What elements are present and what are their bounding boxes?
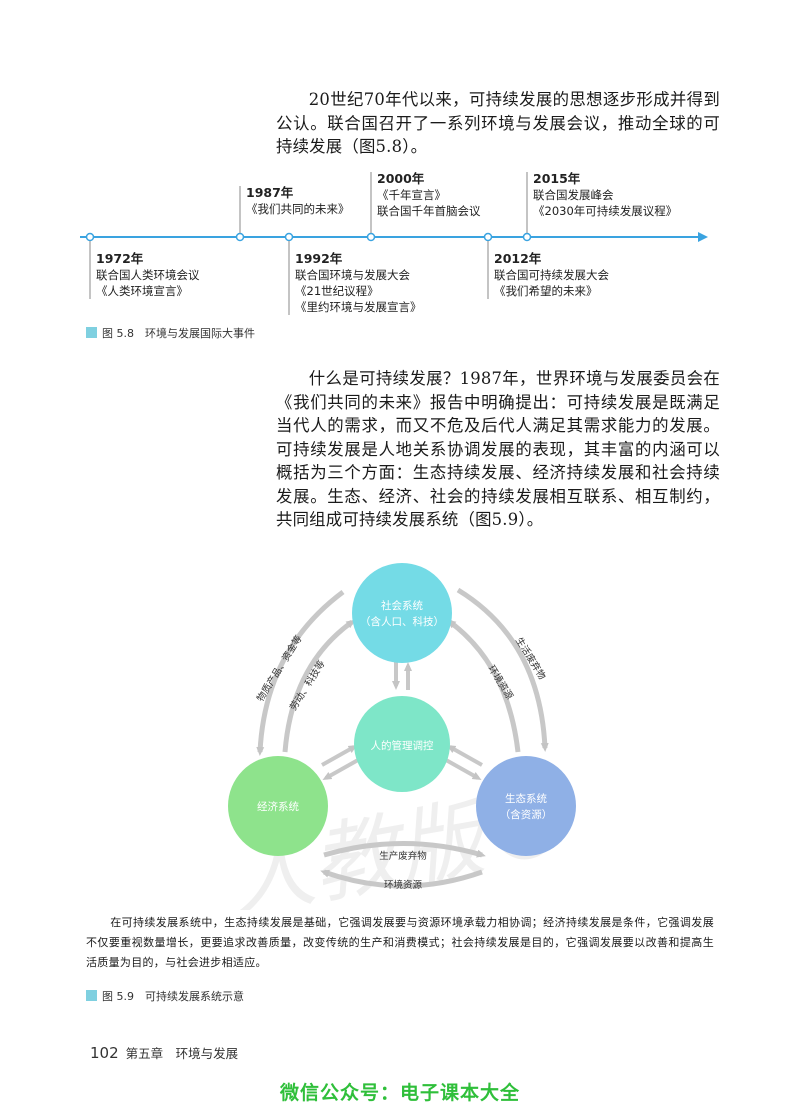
timeline-dot-2000 xyxy=(366,232,376,242)
ecological-system-label: 生态系统 xyxy=(505,792,547,805)
timeline-dot-2012 xyxy=(483,232,493,242)
social-system-circle xyxy=(352,563,452,663)
timeline-figure xyxy=(80,172,708,315)
label-production-waste: 生产废弃物 xyxy=(379,850,427,862)
body-paragraph: 什么是可持续发展？1987年，世界环境与发展委员会在《我们共同的未来》报告中明确… xyxy=(276,369,720,529)
diagram-note: 在可持续发展系统中，生态持续发展是基础，它强调发展要与资源环境承载力相协调；经济… xyxy=(86,916,714,969)
arrow-ecological-to-economic-bottom xyxy=(320,869,483,889)
center-control-label: 人的管理调控 xyxy=(371,739,434,752)
timeline-dot-1992 xyxy=(284,232,294,242)
caption-marker-icon xyxy=(86,327,97,338)
timeline-dot-2015 xyxy=(522,232,532,242)
arrow-economic-center xyxy=(321,745,358,767)
page-footer: 102 第五章 环境与发展 xyxy=(90,1043,238,1062)
arrow-social-to-ecological-outer xyxy=(456,587,549,752)
arrow-social-to-economic-outer xyxy=(256,589,345,756)
label-env-resource-right: 环境资源 xyxy=(485,663,516,702)
timeline-event-2000: 2000年 《千年宣言》 联合国千年首脑会议 xyxy=(377,171,481,218)
chapter-title: 第五章 环境与发展 xyxy=(125,1046,239,1061)
center-control-circle xyxy=(354,696,450,792)
social-system-label: 社会系统 xyxy=(381,599,423,612)
timeline-event-1972: 1972年 联合国人类环境会议 《人类环境宣言》 xyxy=(96,251,200,298)
timeline-event-1992: 1992年 联合国环境与发展大会 《21世纪议程》 《里约环境与发展宣言》 xyxy=(295,251,422,314)
arrow-economic-to-social-inner xyxy=(282,619,356,753)
timeline-dot-1987 xyxy=(235,232,245,242)
arrow-economic-to-ecological-top xyxy=(323,841,486,858)
wechat-banner: 微信公众号：电子课本大全 xyxy=(279,1082,520,1104)
figure-5-9-caption: 图 5.9 可持续发展系统示意 xyxy=(86,988,244,1004)
label-env-resource-bottom: 环境资源 xyxy=(384,879,423,891)
timeline-dot-1972 xyxy=(85,232,95,242)
arrow-ecological-center xyxy=(446,745,483,767)
figure-5-8-caption: 图 5.8 环境与发展国际大事件 xyxy=(86,325,255,341)
ecological-system-circle xyxy=(476,756,576,856)
arrow-center-economic xyxy=(322,758,359,780)
economic-system-circle xyxy=(228,756,328,856)
label-labor-tech: 劳动、科技等 xyxy=(287,658,328,713)
caption-marker-icon xyxy=(86,990,97,1001)
social-system-sublabel: （含人口、科技） xyxy=(360,615,444,628)
timeline-event-2015: 2015年 联合国发展峰会 《2030年可持续发展议程》 xyxy=(533,171,678,218)
economic-system-label: 经济系统 xyxy=(257,800,299,813)
arrow-center-ecological xyxy=(445,758,482,780)
sustainability-diagram: 人教版® 社会系统 （含人口、科技） 人的管理调控 经济系统 生态系统 （含资源… xyxy=(220,563,576,910)
timeline-event-2012: 2012年 联合国可持续发展大会 《我们希望的未来》 xyxy=(494,251,609,298)
page-number: 102 xyxy=(90,1044,119,1062)
arrow-ecological-to-social-inner xyxy=(446,619,521,753)
timeline-arrow-icon xyxy=(698,232,708,242)
timeline-event-1987: 1987年 《我们共同的未来》 xyxy=(246,185,350,216)
ecological-system-sublabel: （含资源） xyxy=(500,808,553,821)
intro-paragraph: 20世纪70年代以来，可持续发展的思想逐步形成并得到公认。联合国召开了一系列环境… xyxy=(276,90,720,156)
